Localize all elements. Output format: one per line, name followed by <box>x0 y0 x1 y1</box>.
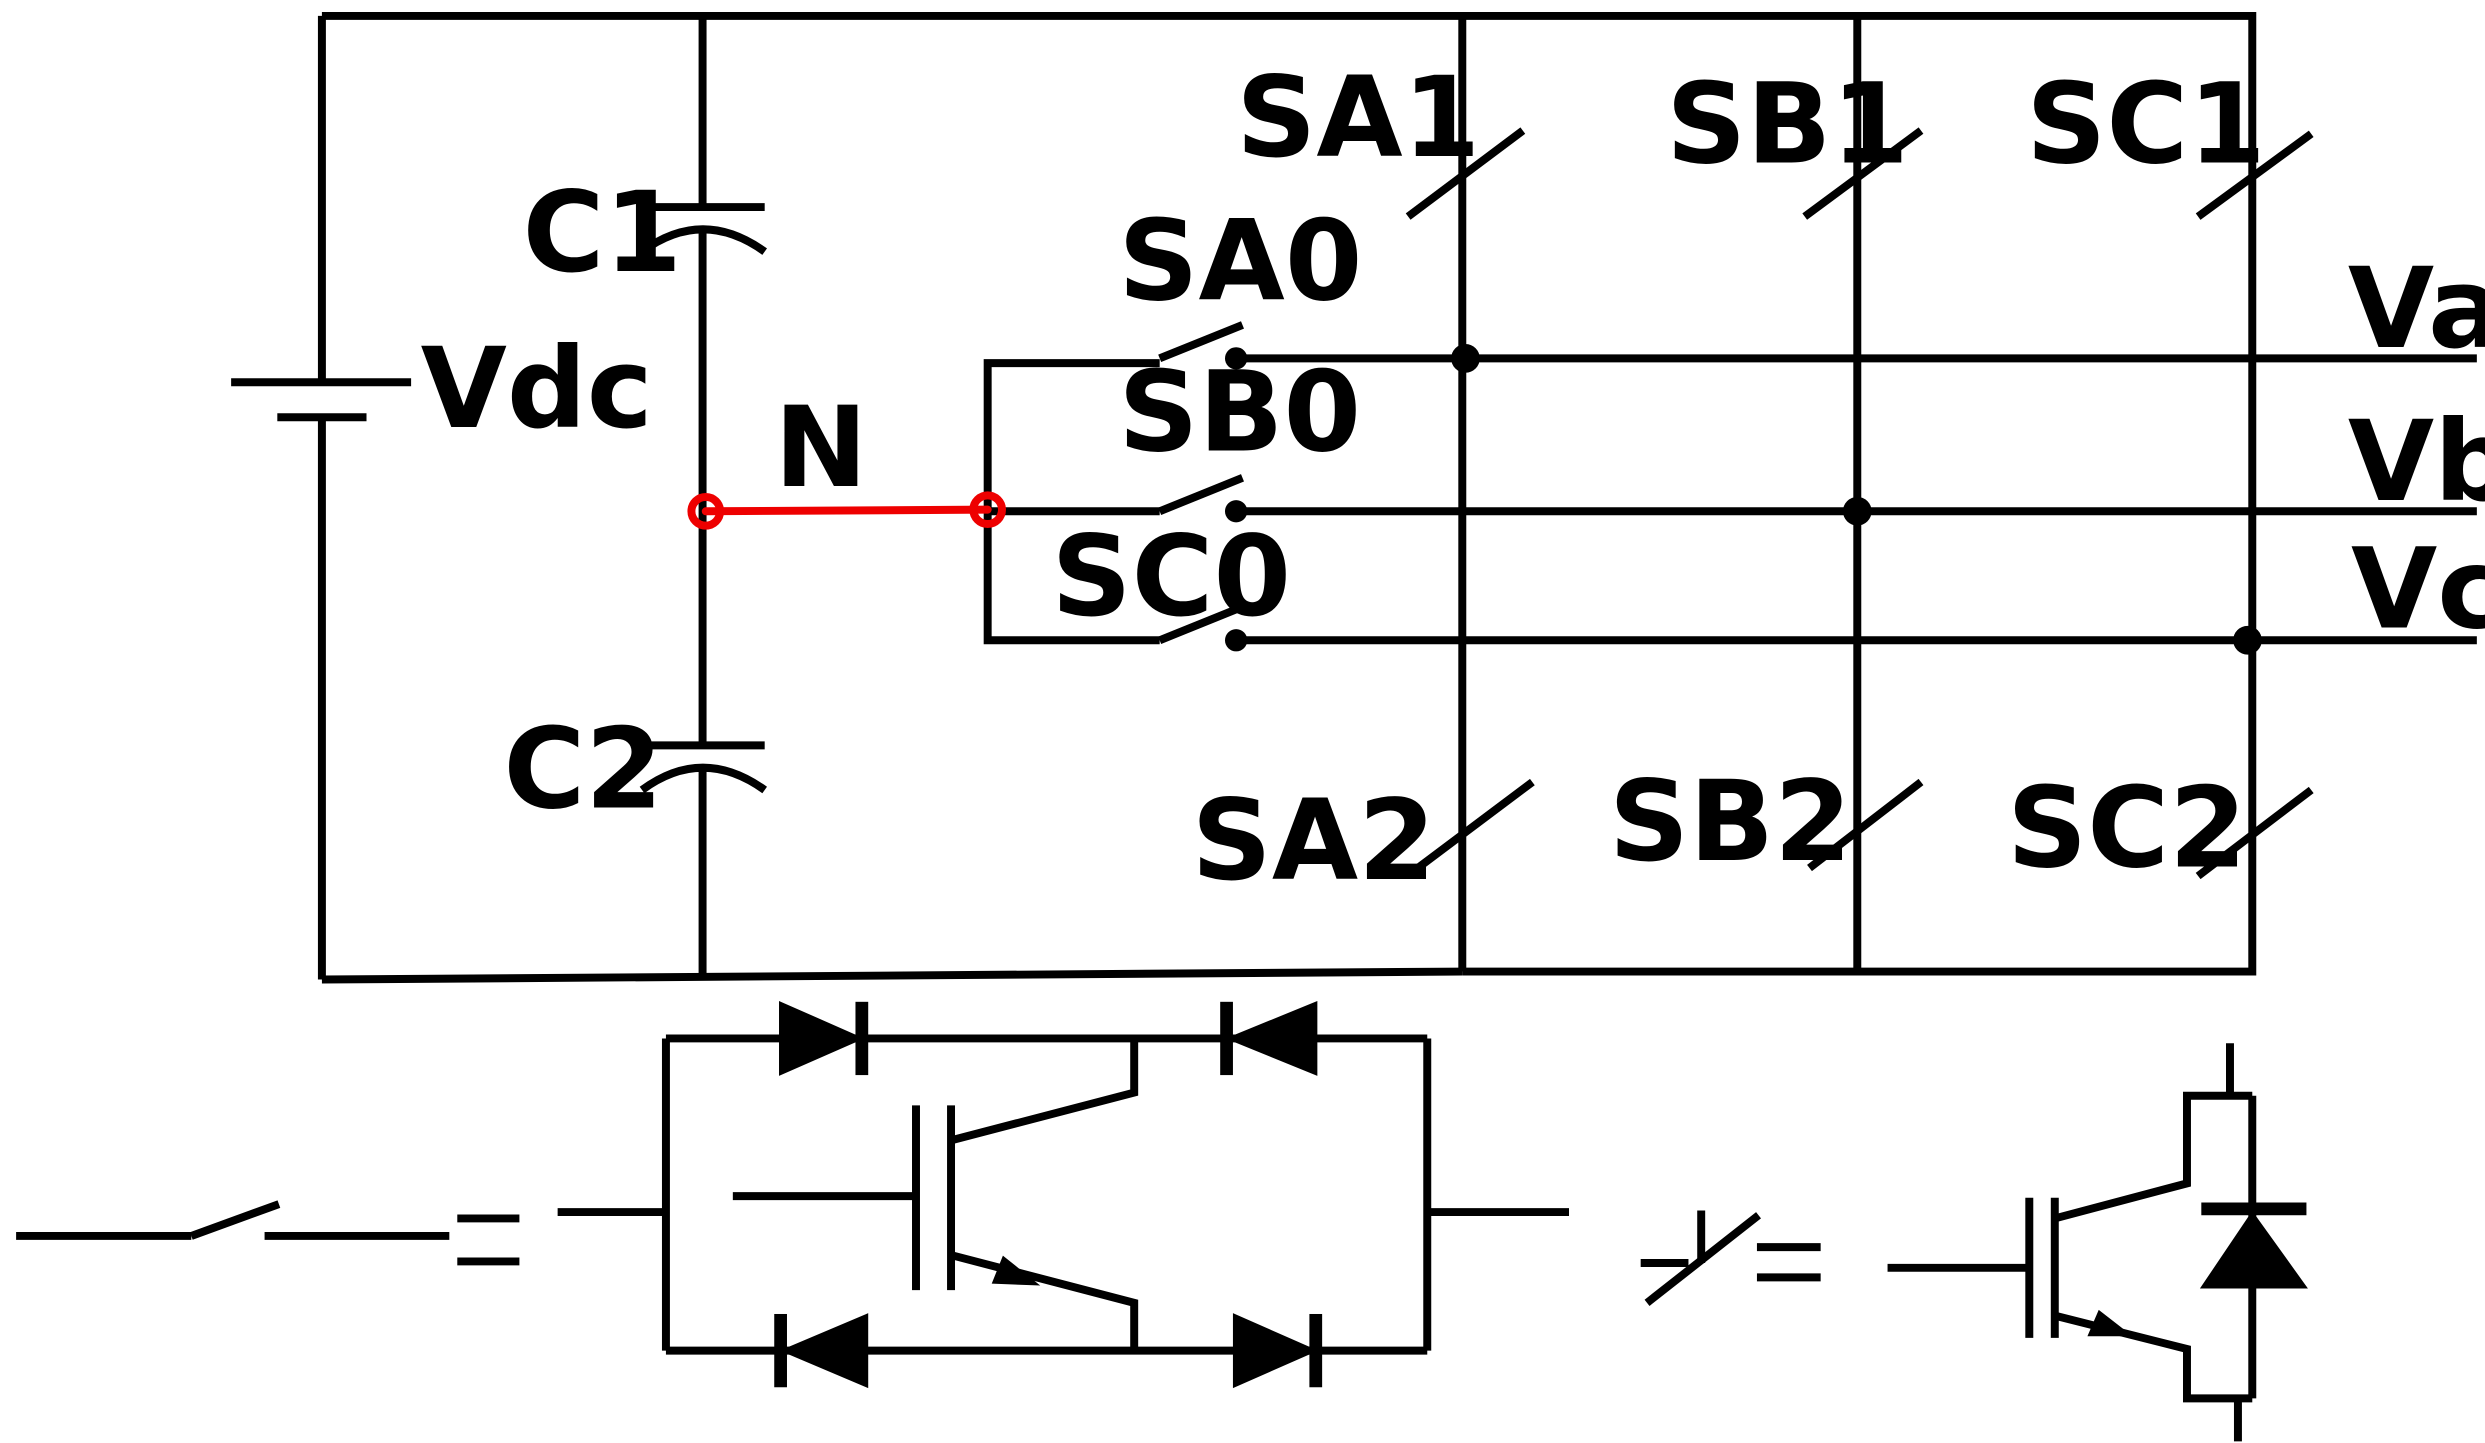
diode-bottom-right-icon <box>1232 1313 1319 1389</box>
igbt-emitter-wire <box>2053 1311 2253 1403</box>
sb2-switch-symbol <box>1807 778 1924 872</box>
sa1-switch-symbol <box>1405 127 1526 220</box>
sa0-contact-dot <box>1224 347 1248 370</box>
dc-bus-bottom-wire <box>321 967 1463 984</box>
neutral-node-right <box>969 491 1006 528</box>
vb-label: Vb <box>2348 398 2485 527</box>
circuit-labels: Vdc C1 C2 N SA1 SB1 SC1 SA0 SB0 SC0 SA2 … <box>421 54 2485 906</box>
sc1-switch-symbol <box>2195 130 2314 220</box>
neutral-bus-bar <box>983 359 1160 645</box>
c2-label: C2 <box>503 706 662 835</box>
c1-curved-plate <box>639 225 768 255</box>
sa2-label: SA2 <box>1192 777 1436 906</box>
neutral-link-wire <box>705 505 988 516</box>
junction-dot-c <box>2233 625 2262 655</box>
transistor-emitter-wire <box>950 1251 1139 1351</box>
sc0-label: SC0 <box>1051 513 1291 642</box>
igbt-legend <box>1640 1043 2257 1442</box>
diode-top-right-bar <box>1220 1001 1233 1076</box>
sa0-switch-blade <box>1158 321 1244 363</box>
transistor-collector-wire <box>950 1038 1139 1145</box>
igbt-emitter-arrow <box>2087 1309 2133 1337</box>
sb0-contact-dot <box>1224 500 1248 523</box>
sb0-label: SB0 <box>1118 349 1361 478</box>
va-label: Va <box>2348 245 2485 374</box>
sb2-label: SB2 <box>1609 758 1852 887</box>
sc0-contact-dot <box>1224 629 1248 652</box>
legend-switch-blade <box>189 1200 281 1240</box>
sb1-label: SB1 <box>1666 60 1909 189</box>
igbt-collector-wire <box>2053 1091 2253 1223</box>
sc2-label: SC2 <box>2007 764 2247 893</box>
sc1-label: SC1 <box>2026 60 2266 189</box>
bidirectional-switch-legend <box>16 1034 1570 1355</box>
diode-top-left-icon <box>779 1000 865 1076</box>
sb0-switch-blade <box>1158 474 1244 515</box>
diode-bottom-left-icon <box>779 1313 869 1389</box>
transistor-emitter-arrow <box>991 1255 1041 1286</box>
diode-bottom-right-bar <box>1309 1313 1323 1388</box>
junction-dot-a <box>1451 344 1480 373</box>
neutral-link <box>687 491 1006 530</box>
sa0-label: SA0 <box>1118 197 1362 326</box>
c1-label: C1 <box>523 169 682 298</box>
igbt-diode-icon <box>2199 1210 2308 1289</box>
sc0-switch-blade <box>1158 603 1244 644</box>
diode-top-right-icon <box>1225 1001 1318 1076</box>
vdc-label: Vdc <box>421 325 653 454</box>
sb1-switch-symbol <box>1802 127 1924 220</box>
sc2-switch-symbol <box>2195 786 2314 880</box>
sa2-switch-symbol <box>1415 778 1535 872</box>
n-label: N <box>774 384 867 513</box>
junction-dot-b <box>1842 496 1872 526</box>
diode-top-left-bar <box>855 1001 869 1076</box>
sa1-label: SA1 <box>1236 54 1480 183</box>
neutral-node-left <box>687 492 725 530</box>
junction-dots <box>1224 344 2262 655</box>
vc-label: Vc <box>2351 526 2485 655</box>
bridge-solid-parts <box>774 1000 1323 1389</box>
c2-curved-plate <box>639 763 768 794</box>
neutral-node-right-center <box>983 505 992 514</box>
igbt-diode-bar <box>2201 1202 2307 1216</box>
igbt-solid-parts <box>2087 1202 2308 1337</box>
neutral-node-left-center <box>701 507 710 516</box>
diode-bottom-left-bar <box>774 1313 787 1388</box>
